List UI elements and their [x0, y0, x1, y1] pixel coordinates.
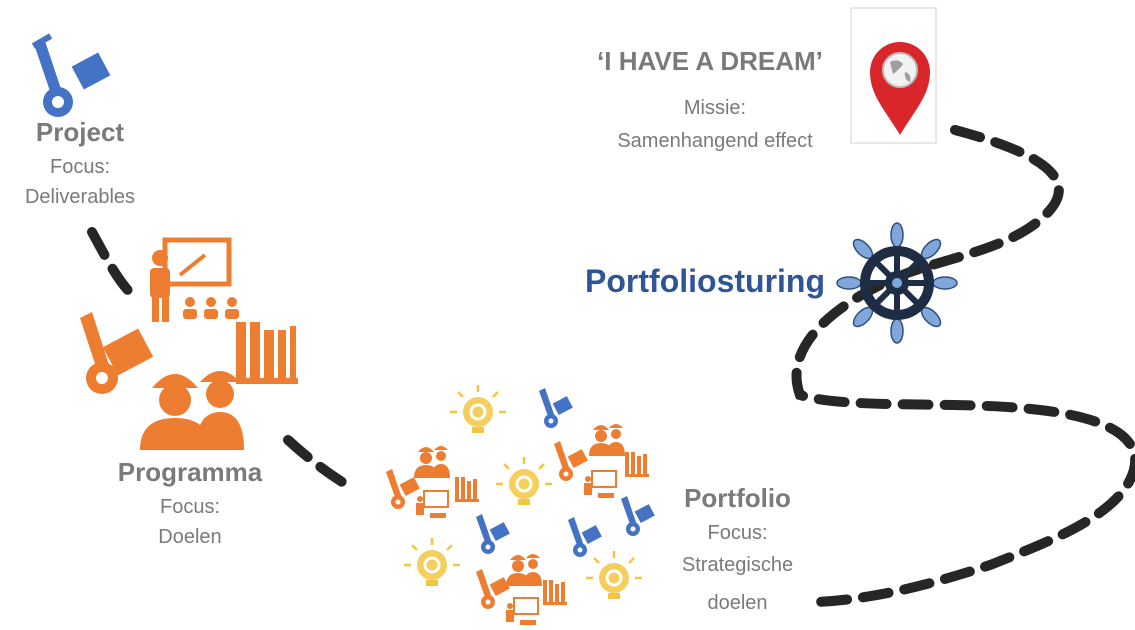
- dream-title: ‘I HAVE A DREAM’: [597, 46, 823, 76]
- hand-truck-icon: [80, 312, 154, 394]
- portfolio-focus-label: Focus:: [707, 522, 768, 544]
- programma-focus-value: Doelen: [158, 526, 222, 548]
- dream-mission-label: Missie:: [683, 97, 747, 119]
- dashed-path-project-programma: [87, 227, 143, 305]
- books-icon: [236, 322, 298, 384]
- project-title: Project: [35, 117, 125, 147]
- dashed-path-programma-portfolio: [283, 435, 360, 495]
- portfolio-focus-value: Strategische: [681, 554, 794, 576]
- dream-mission-value: Samenhangend effect: [617, 130, 813, 152]
- programma-title: Programma: [117, 457, 263, 487]
- project-focus-value: Deliverables: [24, 186, 136, 208]
- portfolio-focus-value-2: doelen: [707, 592, 768, 614]
- dashed-path-main: [791, 125, 1135, 607]
- portfoliosturing-label: Portfoliosturing: [585, 263, 825, 299]
- workers-icon: [140, 371, 244, 450]
- project-focus-label: Focus:: [49, 156, 111, 178]
- teacher-presentation-icon: [150, 237, 239, 322]
- portfolio-title: Portfolio: [684, 483, 791, 513]
- programma-focus-label: Focus:: [159, 496, 221, 518]
